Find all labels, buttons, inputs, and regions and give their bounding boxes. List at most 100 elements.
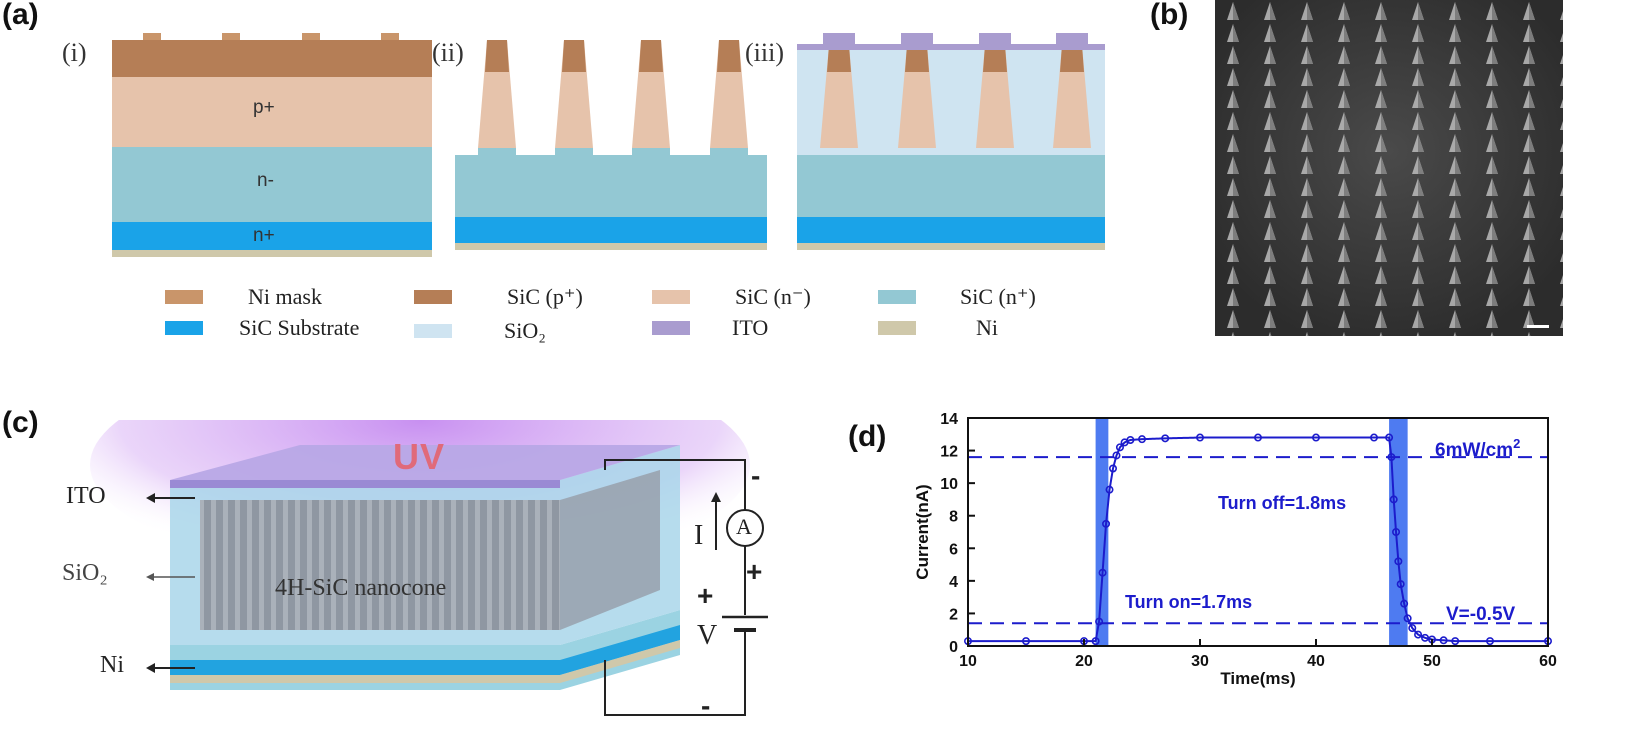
y-tick-label: 6: [949, 541, 958, 558]
current-arrow-icon: [711, 492, 721, 502]
data-point: [1253, 433, 1262, 442]
sio2-swatch: [414, 324, 452, 338]
step-ii-label: (ii): [432, 38, 464, 67]
ni-mask-dot: [381, 33, 399, 40]
sio2-label: SiO₂: [62, 560, 108, 586]
n-minus-layer: [797, 148, 1105, 217]
pillar-cap: [1060, 45, 1084, 72]
voltage-label: V: [697, 620, 718, 651]
shaded-band: [1095, 418, 1109, 646]
legend-text: SiC Substrate: [239, 315, 360, 340]
pillar-cap: [485, 40, 509, 72]
data-point: [1098, 568, 1107, 577]
pillar-cap: [639, 40, 663, 72]
y-tick-label: 4: [949, 574, 958, 591]
data-point: [1396, 580, 1405, 589]
substrate-layer: [170, 625, 680, 675]
legend-ni: Ni: [878, 315, 998, 341]
y-tick-label: 0: [949, 639, 958, 656]
plot-frame: [967, 417, 1549, 647]
ni-swatch: [878, 321, 916, 335]
ni-mask-dot: [302, 33, 320, 40]
ni-mask-dot: [222, 33, 240, 40]
bias-voltage-annotation: V=-0.5V: [1446, 604, 1516, 625]
legend-text: Ni: [976, 315, 998, 340]
y-tick-label: 14: [940, 411, 958, 428]
data-point: [1102, 519, 1111, 528]
p-top-layer: [112, 40, 432, 77]
data-point: [1311, 433, 1320, 442]
legend-sic-n-plus: SiC (n⁺): [878, 284, 1036, 310]
x-tick-label: 50: [1423, 653, 1441, 670]
y-tick-label: 12: [940, 444, 958, 461]
pillar-cap: [717, 40, 741, 72]
data-series-line: [968, 436, 1548, 643]
panel-c-label: (c): [2, 406, 39, 439]
pillar-cap: [983, 45, 1007, 72]
legend-ito: ITO: [652, 315, 768, 341]
layer-label-n-plus: n+: [253, 225, 275, 246]
x-tick-label: 40: [1307, 653, 1325, 670]
circuit-wire: [604, 459, 746, 510]
sic-p-swatch: [414, 290, 452, 304]
ito-top-layer: [170, 445, 680, 480]
legend-text: Ni mask: [248, 284, 322, 309]
bottom-minus: -: [701, 690, 711, 721]
data-point: [1403, 614, 1412, 623]
data-point: [1195, 433, 1204, 442]
scale-bar: [1527, 325, 1549, 328]
power-density-annotation: 6mW/cm2: [1435, 436, 1520, 461]
ammeter-label: A: [736, 514, 752, 539]
x-tick-label: 20: [1075, 653, 1093, 670]
data-point: [1392, 528, 1401, 537]
turn-off-annotation: Turn off=1.8ms: [1218, 493, 1346, 513]
panel-d-label: (d): [848, 420, 887, 453]
ni-layer: [797, 243, 1105, 250]
pillar-cap: [827, 45, 851, 72]
ito-layer: [797, 33, 1105, 50]
layer-label-p-plus: p+: [253, 97, 275, 118]
legend-substrate: SiC Substrate: [165, 315, 359, 341]
data-point: [1022, 637, 1031, 646]
battery-plus: +: [697, 580, 714, 611]
panel-a-label: (a): [2, 0, 39, 31]
pillar-cap: [905, 45, 929, 72]
ito-label: ITO: [66, 483, 106, 509]
ni-mask-dot: [143, 33, 161, 40]
shaded-band: [1389, 418, 1408, 646]
data-point: [1389, 495, 1398, 504]
ni-layer: [455, 243, 767, 250]
sem-image: [1215, 0, 1563, 336]
nanocone-label: 4H-SiC nanocone: [275, 575, 447, 601]
device-schematic: [90, 420, 768, 716]
sic-n-plus-swatch: [878, 290, 916, 304]
pillar-cap: [562, 40, 586, 72]
mid-plus: +: [746, 556, 763, 587]
y-tick-label: 8: [949, 509, 958, 526]
panel-b-label: (b): [1150, 0, 1189, 31]
y-tick-label: 2: [949, 606, 958, 623]
substrate-swatch: [165, 321, 203, 335]
data-point: [1095, 617, 1104, 626]
data-point: [1387, 453, 1396, 462]
data-point: [1385, 433, 1394, 442]
current-label: I: [694, 520, 704, 551]
step-iii-stack: [797, 33, 1105, 250]
x-tick-label: 60: [1539, 653, 1557, 670]
data-point: [1451, 637, 1460, 646]
data-point: [1112, 451, 1121, 460]
data-point: [1485, 637, 1494, 646]
x-tick-label: 10: [959, 653, 977, 670]
n-minus-layer: [112, 147, 432, 222]
data-point: [1414, 630, 1423, 639]
p-plus-layer: [112, 77, 432, 147]
data-point: [1115, 443, 1124, 452]
ito-swatch: [652, 321, 690, 335]
legend-text: SiO₂: [504, 318, 546, 343]
data-point: [1105, 485, 1114, 494]
power-superscript: 2: [1513, 436, 1520, 451]
step-iii-label: (iii): [745, 38, 784, 67]
y-axis-label: Current(nA): [913, 484, 932, 579]
step-i-label: (i): [62, 38, 87, 67]
